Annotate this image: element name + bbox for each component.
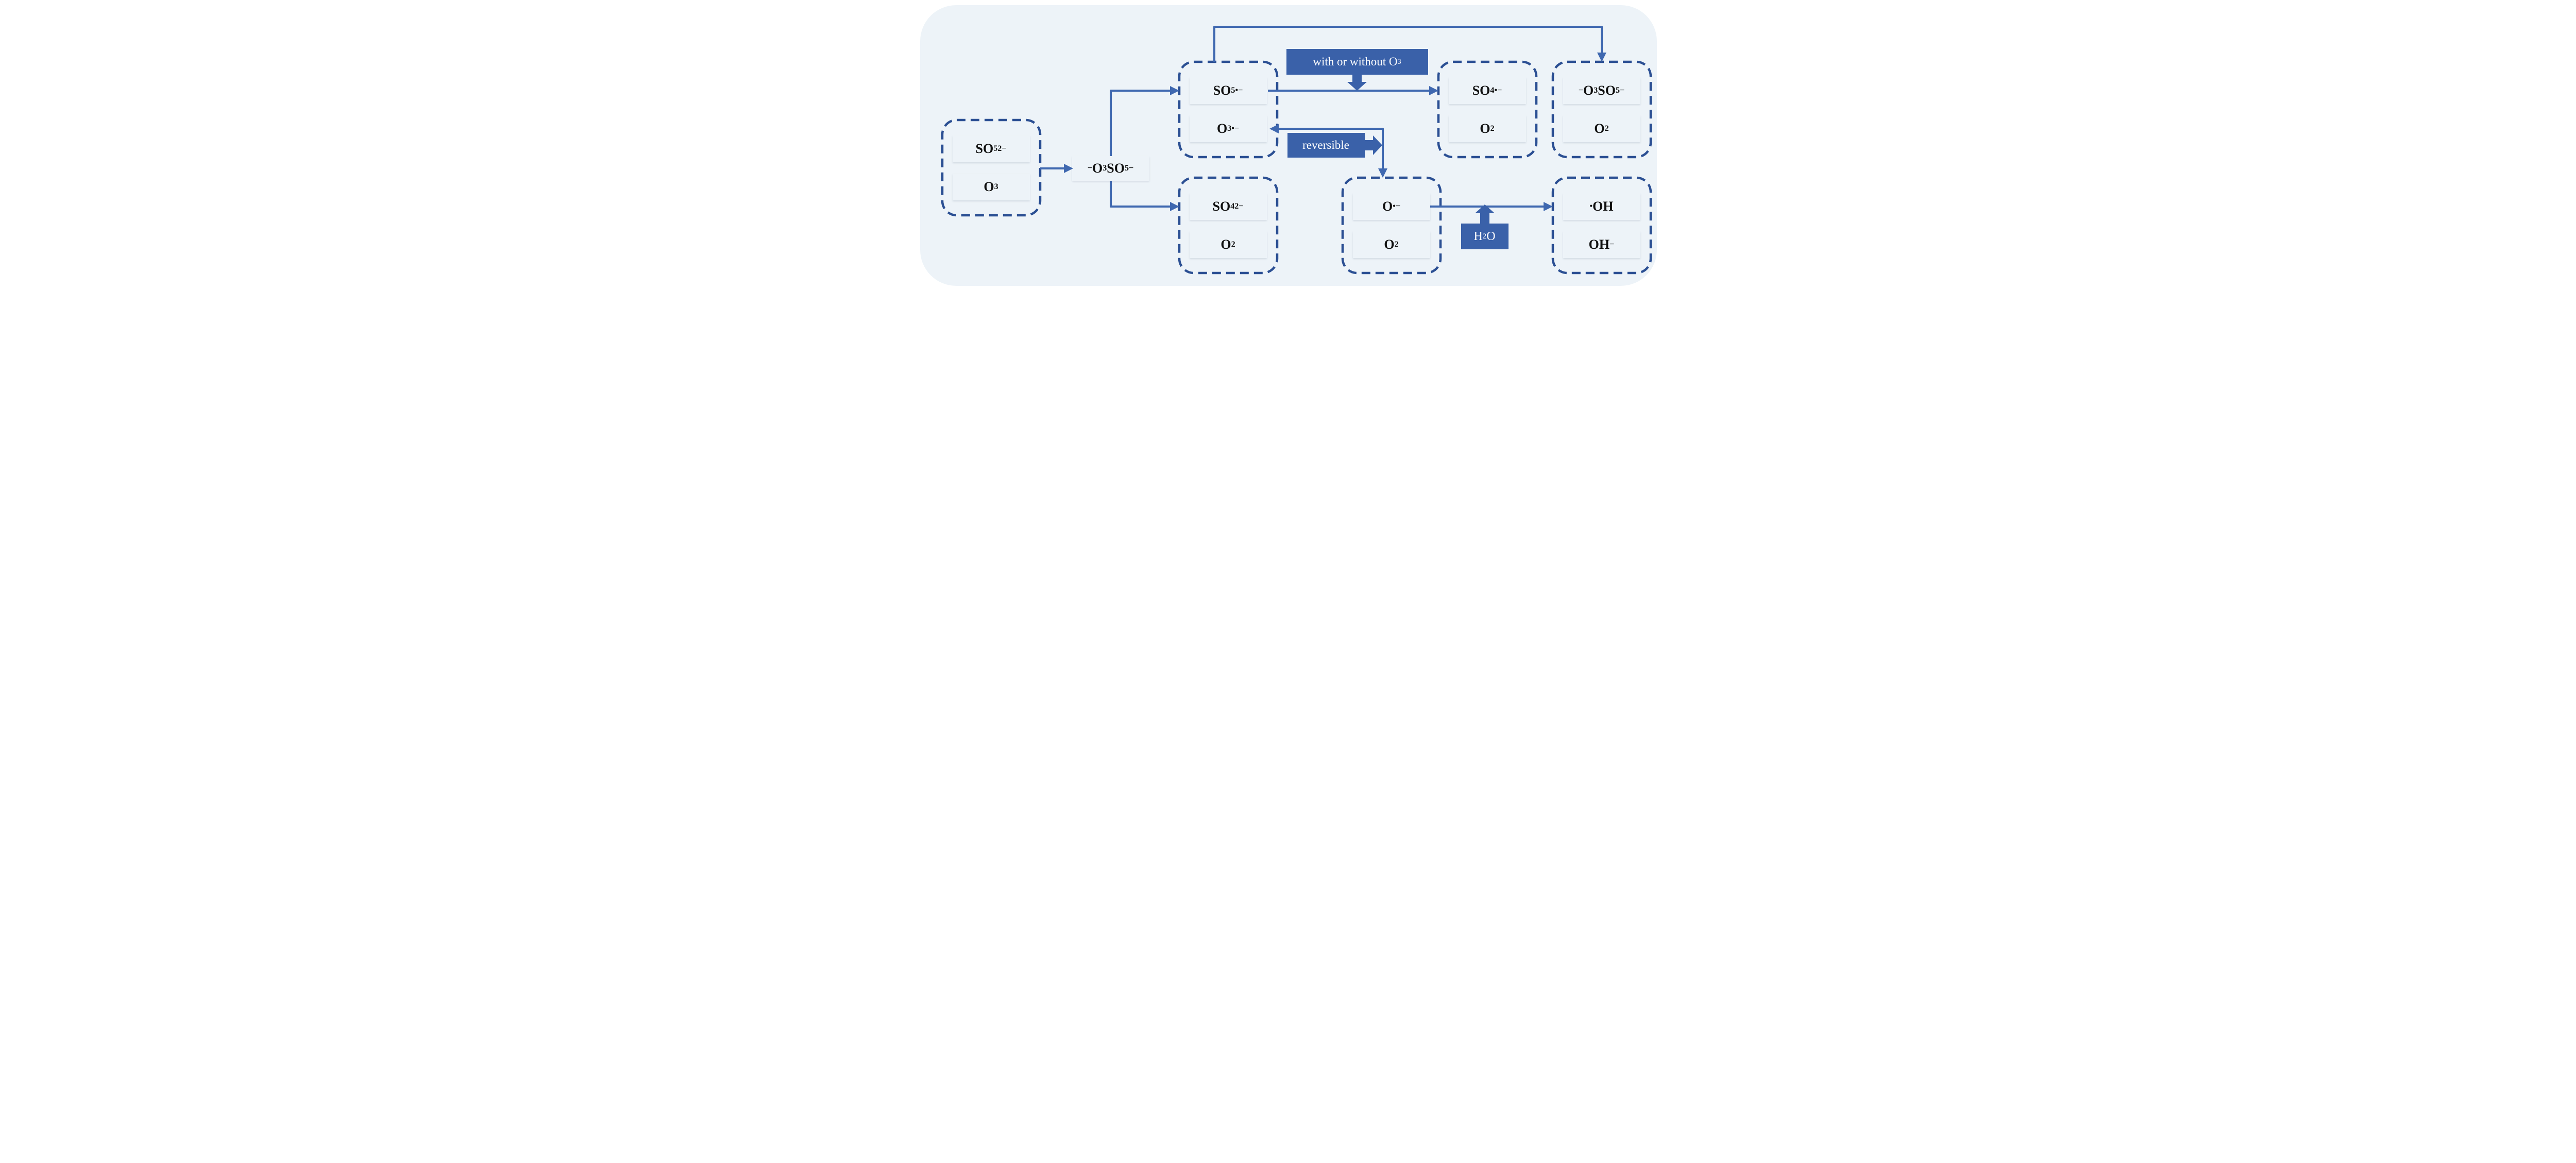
arrowhead-to-adduct-oxygen xyxy=(1597,53,1606,62)
block-arrow-with-or-without-o3 xyxy=(1347,75,1367,91)
arrowhead-to-radical-pair xyxy=(1170,86,1179,95)
sulfate-oxygen-outline xyxy=(1178,176,1278,275)
block-arrow-reversible xyxy=(1363,135,1382,155)
reactants-outline xyxy=(941,118,1041,217)
oxide-radical-outline xyxy=(1341,176,1442,275)
arrowhead-to-sulfate-radical xyxy=(1429,86,1438,95)
species-oxide-radical: O•− xyxy=(1353,193,1430,220)
arrowhead-to-adduct xyxy=(1063,164,1073,173)
connector-layer xyxy=(941,26,1652,275)
species-hydroxyl-radical: •OH xyxy=(1563,193,1640,220)
hydroxyl-outline xyxy=(1551,176,1652,275)
arrowhead-to-oxide-radical xyxy=(1378,168,1387,178)
radical-pair-outline xyxy=(1178,60,1278,159)
species-hydroxide: OH− xyxy=(1563,231,1640,258)
arrow-recombination-loop-line xyxy=(1213,26,1603,62)
arrowhead-to-ozonide xyxy=(1269,124,1279,133)
block-arrow-h2o xyxy=(1475,204,1495,224)
label-reversible: reversible xyxy=(1287,133,1365,158)
arrowhead-to-sulfate xyxy=(1170,202,1179,211)
sulfate-radical-outline xyxy=(1437,60,1537,159)
arrow-adduct-to-radicals-line xyxy=(1109,90,1171,156)
arrowhead-to-hydroxyl xyxy=(1543,202,1553,211)
arrow-reversible-line xyxy=(1277,128,1384,169)
adduct-oxygen-outline xyxy=(1551,60,1652,159)
arrow-adduct-to-sulfate-line xyxy=(1109,181,1171,208)
